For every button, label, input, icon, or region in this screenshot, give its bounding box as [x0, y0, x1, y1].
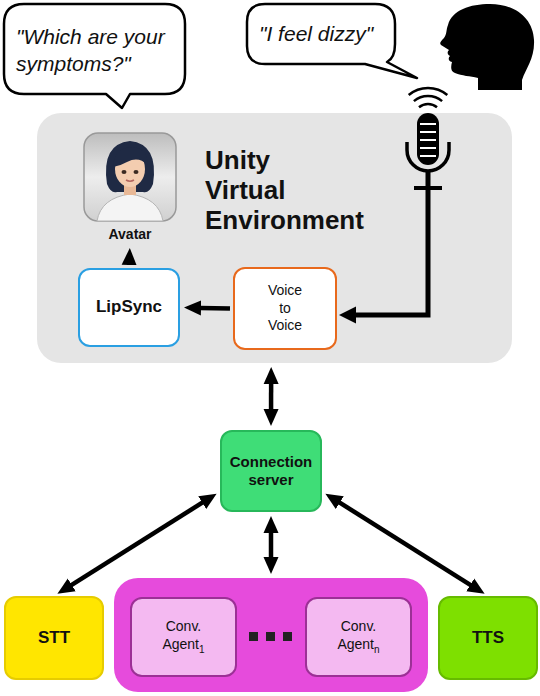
avatar-eye — [134, 170, 139, 174]
label-area: LipSync — [80, 270, 178, 345]
microphone-grille — [420, 147, 436, 149]
ellipsis-dot — [266, 632, 275, 641]
node-label: "Which are your symptoms?" — [16, 23, 184, 78]
arrow-connector — [339, 502, 471, 585]
node-label: STT — [38, 628, 70, 648]
server-box: Connection server — [220, 430, 322, 512]
microphone-grille — [420, 123, 436, 125]
arrow-connector — [269, 532, 274, 558]
microphone-grille — [420, 155, 436, 157]
arrow-connector — [71, 502, 203, 585]
microphone-grille — [420, 139, 436, 141]
bubble-outline — [4, 4, 185, 108]
process-box: LipSync — [78, 268, 180, 347]
avatar-eye — [122, 170, 127, 174]
node-label: Conv. Agent — [162, 618, 201, 653]
label-area: STT — [6, 598, 102, 678]
avatar-hoodie — [97, 194, 163, 221]
node-label: LipSync — [96, 297, 162, 317]
label-line: Conv. Agentn — [327, 617, 391, 657]
sound-wave — [409, 88, 448, 95]
label-area: Conv. Agent1 — [132, 599, 235, 675]
microphone-wire — [354, 171, 428, 315]
node-label: Unity Virtual Environment — [205, 146, 364, 236]
subscript-index: n — [374, 645, 380, 656]
node-label: Voice to Voice — [268, 282, 302, 335]
avatar-image: Avatar — [83, 132, 177, 244]
environment-panel: Unity Virtual EnvironmentAvatarLipSync Vo… — [37, 113, 512, 363]
sound-wave — [419, 104, 437, 107]
agent-box: Conv. Agent1 — [130, 597, 237, 677]
microphone-holder — [407, 142, 449, 171]
label-area: "Which are your symptoms?" — [16, 8, 184, 92]
agent-group: Conv. Agent1Conv. Agentn — [114, 578, 428, 692]
avatar-hair — [106, 141, 154, 192]
arrow-connector — [269, 383, 274, 410]
service-box: STT — [4, 596, 104, 680]
wire-arrowhead — [339, 307, 356, 324]
node-label: TTS — [472, 628, 504, 648]
label-area: Avatar — [83, 224, 177, 244]
speaker-head — [440, 4, 534, 90]
speech-bubble: "Which are your symptoms?" — [2, 2, 188, 110]
node-label: Avatar — [108, 226, 151, 243]
label-line: Conv. Agent1 — [152, 617, 216, 657]
process-box: Voice to Voice — [233, 267, 337, 350]
label-area: "I feel dizzy" — [259, 4, 395, 64]
label-area: Unity Virtual Environment — [205, 145, 445, 237]
microphone-capsule — [417, 113, 439, 165]
speech-bubble: "I feel dizzy" — [245, 2, 425, 82]
label-area: TTS — [440, 598, 536, 678]
label-area: Conv. Agentn — [307, 599, 410, 675]
label-area: Voice to Voice — [235, 269, 335, 348]
bubble-outline — [247, 4, 417, 78]
arrow-connector — [127, 264, 132, 265]
node-label: "I feel dizzy" — [259, 20, 373, 47]
avatar-fringe — [113, 147, 147, 167]
microphone-base — [414, 186, 442, 190]
avatar-frame — [84, 133, 176, 221]
node-label: Connection server — [222, 453, 320, 489]
subscript-index: 1 — [199, 645, 205, 656]
service-box: TTS — [438, 596, 538, 680]
node-label: Conv. Agent — [337, 618, 376, 653]
ellipsis-dot — [249, 632, 258, 641]
avatar-mouth — [126, 180, 134, 181]
label-area: Connection server — [222, 432, 320, 510]
agent-box: Conv. Agentn — [305, 597, 412, 677]
microphone-grille — [420, 131, 436, 133]
sound-wave — [414, 96, 442, 101]
arrow-connector — [200, 306, 230, 311]
ellipsis-dot — [283, 632, 292, 641]
